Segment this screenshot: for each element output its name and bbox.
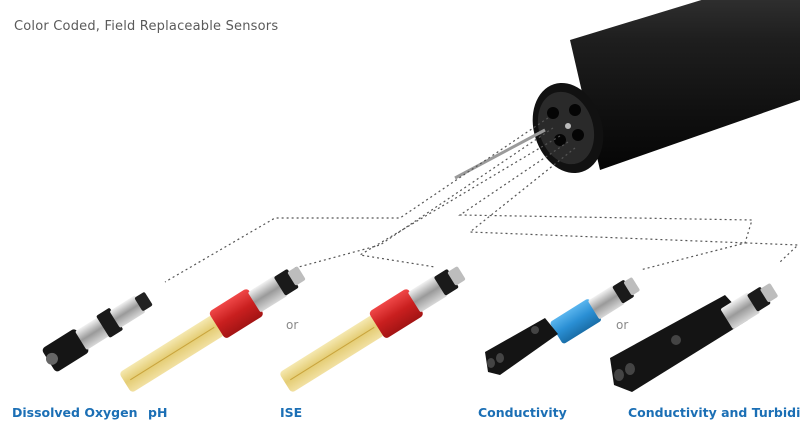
or-label-1: or (286, 318, 299, 332)
diagram-heading: Color Coded, Field Replaceable Sensors (14, 19, 279, 34)
label-ph: pH (148, 405, 168, 420)
label-conductivity-turbidity: Conductivity and Turbidity (628, 405, 800, 420)
sensor-dissolved-oxygen (42, 292, 153, 372)
or-label-2: or (616, 318, 629, 332)
sensor-conductivity-turbidity (610, 283, 778, 392)
label-ise: ISE (280, 405, 303, 420)
sensor-ph (120, 266, 306, 392)
sensor-conductivity (485, 277, 640, 375)
sonde-body (454, 0, 800, 180)
label-conductivity: Conductivity (478, 405, 567, 420)
label-dissolved-oxygen: Dissolved Oxygen (12, 405, 138, 420)
connector-lines (164, 117, 800, 283)
sensor-ise (280, 266, 466, 392)
